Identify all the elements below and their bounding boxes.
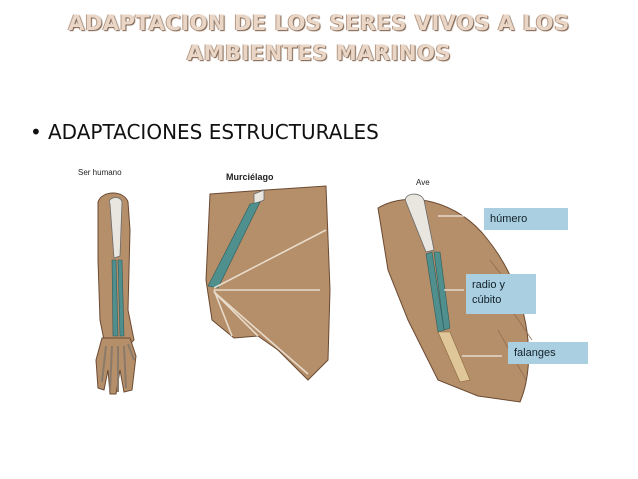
callout-radius-line1: radio y [472,279,506,291]
callout-humerus-text: húmero [490,213,528,225]
bullet-dot-icon: • [30,120,42,144]
title-line-2: AMBIENTES MARINOS [186,41,452,65]
title-line-1: ADAPTACION DE LOS SERES VIVOS A LOS [68,11,570,35]
bullet-item: •ADAPTACIONES ESTRUCTURALES [30,120,379,144]
bird-wing [377,193,533,403]
limb-illustration [95,185,533,403]
callout-radius-line2: cúbito [472,294,502,306]
label-human: Ser humano [78,168,122,177]
callout-phalanges-text: falanges [514,347,556,359]
callout-radius-ulna: radio y cúbito [466,274,536,314]
label-bird: Ave [416,178,430,187]
label-bat: Murciélago [226,172,274,182]
limb-comparison-figure: Ser humano Murciélago Ave húmero radio y… [58,160,632,424]
bat-wing [205,185,331,381]
callout-phalanges: falanges [508,342,588,364]
callout-humerus: húmero [484,208,568,230]
bullet-text: ADAPTACIONES ESTRUCTURALES [48,120,379,144]
slide-title: ADAPTACION DE LOS SERES VIVOS A LOS AMBI… [60,8,578,68]
human-arm [95,192,137,395]
